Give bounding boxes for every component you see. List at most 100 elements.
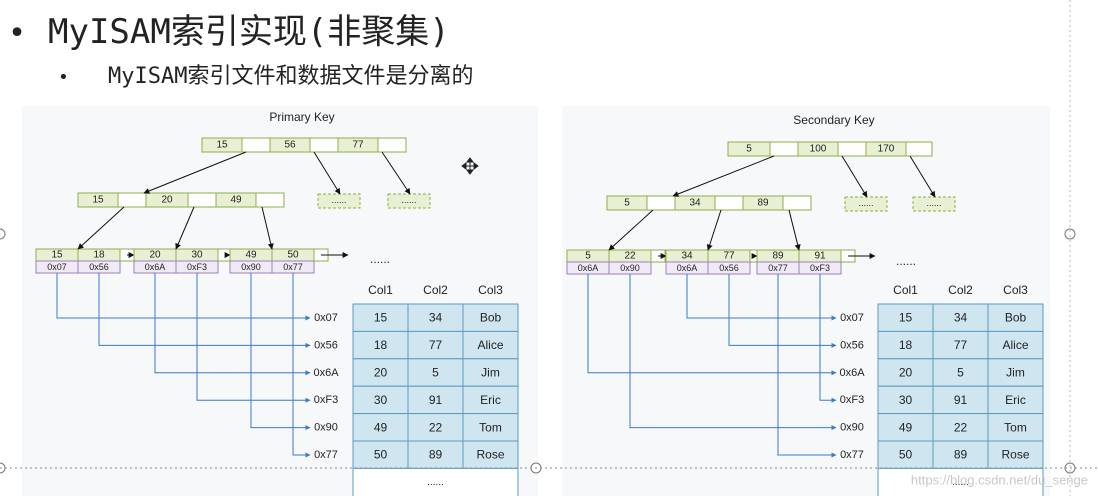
leaf-key: 50 (287, 250, 299, 261)
table-cell (352, 303, 409, 332)
root-key: 100 (810, 144, 827, 155)
table-cell-value: Tom (479, 420, 502, 434)
table-cell-value: 34 (429, 311, 443, 325)
move-cursor-shape (461, 157, 479, 175)
table-cell-value: 89 (954, 448, 968, 462)
table-column-header: Col2 (423, 283, 448, 297)
table-cell-value: Rose (1001, 448, 1029, 462)
root-pointer-cell (377, 137, 407, 153)
placeholder-dots: ...... (858, 198, 873, 208)
root-node: 15 56 77 (201, 137, 407, 153)
leaf-to-row-link (629, 274, 837, 431)
leaf-key: 34 (681, 251, 693, 262)
root-pointer-cell (905, 141, 933, 157)
row-address-label: 0x6A (313, 367, 339, 379)
table-cell (352, 330, 409, 360)
internal-pointer-cell (255, 192, 285, 208)
row-address-label: 0x77 (840, 449, 864, 461)
leaf-to-row-link (196, 273, 311, 403)
leaf-to-row-link (292, 273, 311, 458)
bullet-dot-icon: • (8, 16, 27, 51)
table-cell (877, 413, 934, 442)
table-column-header: Col3 (478, 283, 503, 297)
leaf-address: 0x6A (578, 263, 599, 273)
leaf-address: 0x90 (620, 263, 640, 273)
leaf-to-row-link (250, 273, 311, 431)
table-cell-value: 18 (374, 338, 388, 352)
table-cell (987, 413, 1044, 442)
slide-bullet-text: MyISAM索引文件和数据文件是分离的 (108, 64, 474, 89)
table-cell-value: Bob (480, 311, 502, 325)
panel-heading: Primary Key (269, 110, 334, 124)
internal-to-leaf-arrow (175, 206, 195, 250)
table-cell-value: 91 (429, 393, 443, 407)
root-key: 56 (284, 140, 296, 151)
table-cell-value: Jim (1006, 366, 1025, 380)
internal-key: 89 (757, 198, 769, 209)
table-cell-value: Eric (1005, 393, 1026, 407)
placeholder-dots: ...... (401, 195, 416, 205)
root-to-placeholder-arrow (841, 155, 868, 198)
table-cell-value: 34 (954, 311, 968, 325)
root-key: 170 (878, 144, 895, 155)
internal-to-leaf-arrow (706, 209, 722, 251)
table-cell (987, 358, 1044, 387)
table-cell (932, 440, 989, 469)
table-cell (877, 358, 934, 387)
table-cell-value: 50 (374, 448, 388, 462)
leaf-to-row-link (154, 273, 311, 376)
table-cell-value: 22 (954, 420, 968, 434)
row-address-label: 0x56 (840, 339, 864, 351)
table-cell (352, 358, 409, 387)
internal-pointer-cell (117, 192, 147, 208)
internal-key: 49 (230, 195, 242, 206)
table-cell (462, 385, 519, 415)
internal-pointer-cell (714, 195, 744, 211)
leaf-key: 89 (772, 251, 784, 262)
internal-to-leaf-arrow (608, 209, 654, 251)
table-cell-value: 50 (899, 448, 913, 462)
table-column-header: Col1 (368, 283, 393, 297)
table-cell (462, 330, 519, 360)
row-address-label: 0x07 (314, 312, 338, 324)
table-cell (987, 330, 1044, 360)
row-address-label: 0xF3 (840, 394, 864, 406)
table-cell-value: 20 (374, 366, 388, 380)
table-cell (987, 303, 1044, 332)
table-cell-value: 77 (954, 338, 968, 352)
table-cell-value: 5 (957, 366, 964, 380)
table-cell (407, 413, 464, 442)
table-ellipsis: ...... (427, 477, 444, 488)
table-column-header: Col2 (948, 283, 973, 297)
table-cell (352, 413, 409, 442)
table-column-header: Col1 (893, 283, 918, 297)
table-cell (932, 330, 989, 360)
table-cell (462, 358, 519, 387)
leaf-address: 0x6A (145, 262, 166, 272)
root-key: 77 (352, 140, 364, 151)
root-key: 15 (216, 140, 228, 151)
row-address-label: 0x07 (840, 312, 864, 324)
leaf-to-row-link (686, 274, 837, 321)
root-to-internal-arrow (143, 151, 247, 194)
table-cell (462, 440, 519, 469)
table-cell (932, 385, 989, 415)
table-cell-value: Tom (1004, 420, 1027, 434)
table-cell-value: 91 (954, 393, 968, 407)
row-address-label: 0x90 (840, 422, 864, 434)
slide-title-text: MyISAM索引实现(非聚集) (48, 12, 450, 52)
leaf-address: 0x90 (241, 262, 261, 272)
root-pointer-cell (309, 137, 339, 153)
leaf-key: 5 (585, 251, 591, 262)
table-cell (877, 440, 934, 469)
root-to-placeholder-arrow (313, 151, 341, 195)
row-address-label: 0xF3 (314, 394, 338, 406)
